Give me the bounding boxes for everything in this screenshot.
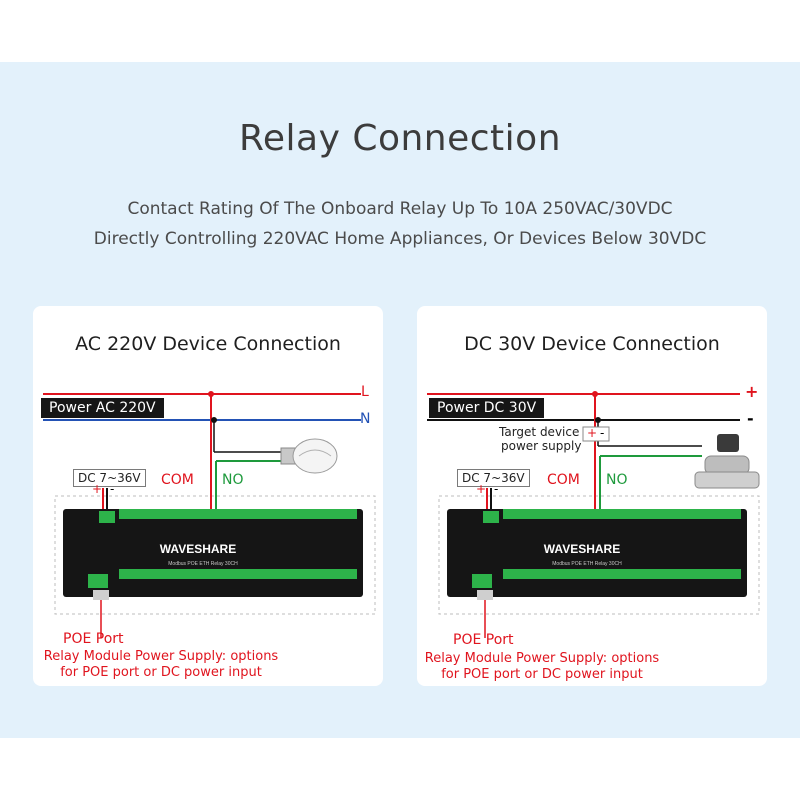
poe-description-1: Relay Module Power Supply: options: [43, 649, 279, 664]
poe-description-2: for POE port or DC power input: [60, 665, 262, 680]
com-label: COM: [547, 472, 580, 488]
line-minus-label: -: [747, 409, 754, 428]
ac-card-heading: AC 220V Device Connection: [75, 333, 341, 355]
target-device-label-2: power supply: [501, 439, 582, 453]
dc-connection-card: DC 30V Device Connection WAVESHARE Modbu…: [417, 306, 767, 686]
dc-wiring-diagram: WAVESHARE Modbus POE ETH Relay 30CH: [427, 391, 760, 638]
poe-terminal: [472, 574, 492, 588]
ac-power-label: Power AC 220V: [41, 398, 164, 418]
dc-power-label: Power DC 30V: [429, 398, 545, 418]
light-bulb-icon: [280, 438, 338, 474]
poe-terminal: [88, 574, 108, 588]
dc-minus: -: [494, 482, 499, 496]
target-supply-box: [582, 426, 610, 442]
bottom-terminal-block: [119, 569, 357, 579]
no-label: NO: [606, 472, 628, 488]
model-text: Modbus POE ETH Relay 30CH: [168, 561, 238, 567]
dc-terminal: [99, 511, 115, 523]
poe-port-jack: [93, 590, 109, 600]
dc-input-label: DC 7~36V: [73, 469, 146, 487]
top-terminal-block: [119, 509, 357, 519]
dc-minus: -: [110, 482, 115, 496]
top-terminal-block: [503, 509, 741, 519]
dc-plus: +: [92, 482, 103, 496]
module-frame: [438, 495, 760, 615]
target-minus: -: [600, 426, 605, 440]
dc-card-heading: DC 30V Device Connection: [464, 333, 720, 355]
solenoid-valve-icon: [694, 434, 760, 489]
target-device-label-1: Target device: [499, 425, 580, 439]
line-plus-label: +: [745, 382, 759, 401]
brand-logo-text: WAVESHARE: [544, 542, 620, 556]
line-l-label: L: [361, 384, 369, 400]
subtitle-line-2: Directly Controlling 220VAC Home Applian…: [93, 229, 707, 249]
target-plus: +: [587, 426, 598, 440]
com-label: COM: [161, 472, 194, 488]
page-title: Relay Connection: [238, 118, 562, 159]
brand-logo-text: WAVESHARE: [160, 542, 236, 556]
no-label: NO: [222, 472, 244, 488]
poe-description-1: Relay Module Power Supply: options: [424, 651, 660, 666]
ac-wiring-diagram: WAVESHARE Modbus POE ETH Relay 30CH: [43, 391, 376, 638]
dc-terminal: [483, 511, 499, 523]
dc-input-label: DC 7~36V: [457, 469, 530, 487]
poe-port-label: POE Port: [63, 631, 124, 647]
poe-description-2: for POE port or DC power input: [441, 667, 643, 682]
subtitle-line-1: Contact Rating Of The Onboard Relay Up T…: [127, 199, 673, 219]
poe-port-label: POE Port: [453, 632, 514, 648]
dc-plus: +: [476, 482, 487, 496]
module-frame: [54, 495, 376, 615]
model-text: Modbus POE ETH Relay 30CH: [552, 561, 622, 567]
poe-port-jack: [477, 590, 493, 600]
line-n-label: N: [360, 411, 371, 427]
ac-connection-card: AC 220V Device Connection W: [33, 306, 383, 686]
bottom-terminal-block: [503, 569, 741, 579]
